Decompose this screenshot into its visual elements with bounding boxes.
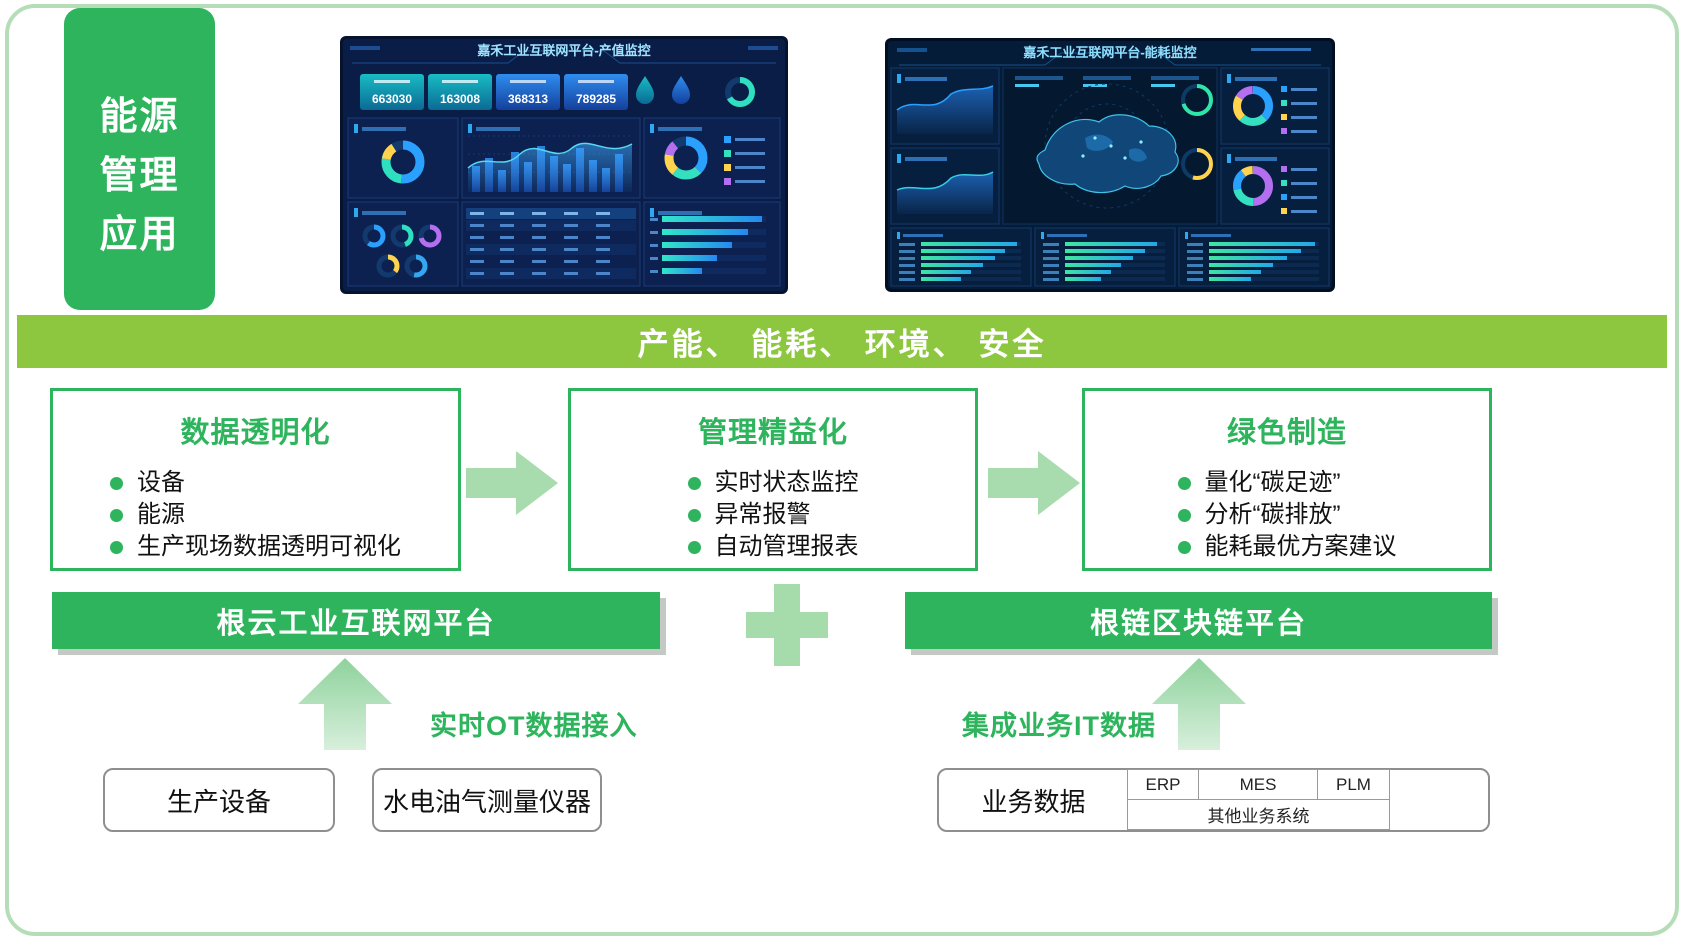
panel-title-ticks (897, 74, 1277, 239)
dashboard-production-value: 嘉禾工业互联网平台-产值监控 663030 163008 368313 7892… (340, 36, 788, 294)
flow-label-it: 集成业务IT数据 (962, 711, 1156, 741)
title-line: 应用 (99, 214, 180, 256)
donut-chart-energy (381, 140, 425, 184)
feature-item: 能源 (110, 499, 401, 531)
header-widgets (636, 76, 755, 107)
feature-item: 异常报警 (687, 499, 859, 531)
source-box-meters: 水电油气测量仪器 (372, 768, 602, 832)
bullet-dot-icon (110, 540, 123, 554)
stat-cards: 663030 163008 368313 789285 (360, 74, 628, 110)
energy-dashboard-graphic: 嘉禾工业互联网平台-能耗监控 (885, 38, 1335, 292)
feature-box-lean-management: 管理精益化 实时状态监控 异常报警 自动管理报表 (568, 388, 978, 571)
feature-box-data-transparency: 数据透明化 设备 能源 生产现场数据透明可视化 (50, 388, 461, 571)
platform-bar-rootchain: 根链区块链平台 (905, 592, 1492, 649)
feature-list: 量化“碳足迹” 分析“碳排放” 能耗最优方案建议 (1177, 467, 1397, 563)
feature-item-label: 异常报警 (714, 501, 811, 528)
top5-bars (650, 216, 766, 274)
donut-legend (724, 136, 765, 185)
ranking-bars-2 (1043, 242, 1165, 281)
donut-energy-structure (1233, 86, 1317, 134)
category-banner: 产能、 能耗、 环境、 安全 (17, 315, 1667, 368)
stat-value: 368313 (508, 92, 548, 106)
feature-item-label: 设备 (137, 469, 185, 496)
feature-item: 自动管理报表 (687, 531, 859, 563)
feature-box-title: 绿色制造 (1226, 417, 1347, 449)
frame-border (5, 4, 1679, 936)
system-cell-mes: MES (1198, 769, 1318, 800)
donut-chart-output (664, 136, 708, 180)
production-dashboard-graphic: 嘉禾工业互联网平台-产值监控 663030 163008 368313 7892… (340, 36, 788, 294)
feature-item: 生产现场数据透明可视化 (110, 531, 401, 563)
stat-value: 789285 (576, 92, 616, 106)
bullet-dot-icon (687, 508, 701, 522)
bullet-dot-icon (110, 508, 123, 522)
business-data-label: 业务数据 (981, 786, 1086, 817)
platform-bar-rootcloud: 根云工业互联网平台 (52, 592, 660, 649)
area-chart-top (896, 85, 994, 134)
mini-donuts (362, 224, 442, 278)
donut-enterprise-ratio (1233, 166, 1317, 214)
system-cell-other: 其他业务系统 (1127, 799, 1390, 830)
source-box-business-data: 业务数据 ERP MES PLM 其他业务系统 (937, 768, 1490, 832)
feature-item: 设备 (110, 467, 401, 499)
feature-item-label: 分析“碳排放” (1204, 501, 1341, 528)
feature-item-label: 实时状态监控 (714, 469, 859, 496)
feature-item-label: 生产现场数据透明可视化 (137, 533, 401, 560)
ranking-bars-3 (1187, 242, 1319, 281)
dashboard-energy-consumption: 嘉禾工业互联网平台-能耗监控 (885, 38, 1335, 292)
trend-chart (467, 135, 633, 192)
system-cell-plm: PLM (1317, 769, 1390, 800)
area-chart-bottom (896, 171, 994, 214)
title-line: 能源 (99, 96, 180, 138)
ranking-bars-1 (899, 242, 1021, 281)
flow-label-ot: 实时OT数据接入 (430, 711, 638, 741)
feature-list: 实时状态监控 异常报警 自动管理报表 (687, 467, 859, 563)
source-box-production-equipment: 生产设备 (103, 768, 335, 832)
bullet-dot-icon (687, 476, 701, 490)
business-systems-table: ERP MES PLM 其他业务系统 (1127, 769, 1390, 830)
right-dashboard-title: 嘉禾工业互联网平台-能耗监控 (1022, 45, 1196, 60)
bullet-dot-icon (1177, 540, 1191, 554)
feature-item: 量化“碳足迹” (1177, 467, 1397, 499)
feature-box-title: 数据透明化 (180, 417, 331, 449)
plus-icon (746, 584, 828, 666)
feature-item-label: 自动管理报表 (714, 533, 859, 560)
bullet-dot-icon (1177, 476, 1191, 490)
feature-item-label: 能源 (137, 501, 185, 528)
bullet-dot-icon (1177, 508, 1191, 522)
feature-list: 设备 能源 生产现场数据透明可视化 (110, 467, 401, 563)
system-cell-erp: ERP (1127, 769, 1199, 800)
data-table (466, 208, 636, 279)
source-box-label: 水电油气测量仪器 (382, 786, 591, 817)
stat-value: 663030 (372, 92, 412, 106)
feature-item: 分析“碳排放” (1177, 499, 1397, 531)
map-graphic (1036, 83, 1179, 209)
arrow-right-icon (988, 451, 1080, 515)
arrow-right-icon (466, 451, 558, 515)
arrow-up-icon (298, 658, 392, 750)
source-box-label: 生产设备 (166, 786, 271, 817)
bullet-dot-icon (687, 540, 701, 554)
feature-item: 实时状态监控 (687, 467, 859, 499)
title-block: 能源 管理 应用 (64, 8, 215, 310)
feature-box-title: 管理精益化 (697, 417, 848, 449)
bullet-dot-icon (110, 476, 123, 490)
feature-box-green-manufacturing: 绿色制造 量化“碳足迹” 分析“碳排放” 能耗最优方案建议 (1082, 388, 1492, 571)
gauge-rings (1181, 84, 1213, 180)
left-dashboard-title: 嘉禾工业互联网平台-产值监控 (476, 43, 650, 58)
arrow-up-icon (1152, 658, 1246, 750)
title-line: 管理 (99, 155, 180, 197)
stat-value: 163008 (440, 92, 480, 106)
feature-item-label: 能耗最优方案建议 (1204, 533, 1397, 560)
feature-item: 能耗最优方案建议 (1177, 531, 1397, 563)
feature-item-label: 量化“碳足迹” (1204, 469, 1341, 496)
